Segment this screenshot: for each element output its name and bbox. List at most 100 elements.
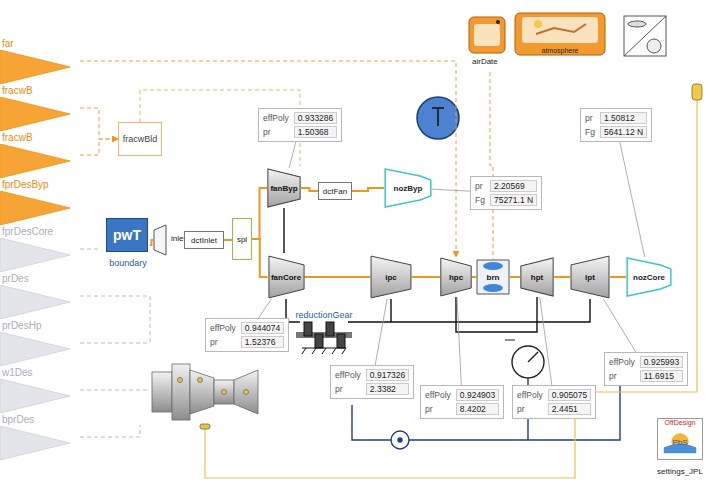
signal-port	[692, 84, 702, 100]
splitter-box: spl	[232, 218, 252, 260]
compressor: fanCore	[268, 255, 305, 299]
shape-outline	[0, 238, 70, 272]
value-number: 0.905075	[548, 389, 591, 401]
component-name: atmosphere	[542, 47, 579, 54]
speed-sensor	[505, 340, 544, 378]
control-loop	[352, 378, 620, 449]
value-number: 2.3382	[366, 383, 409, 395]
value-name: effPoly	[425, 390, 451, 400]
settings-text: PbS	[658, 438, 702, 447]
value-display: effPoly0.905075pr2.4451	[512, 385, 596, 419]
component-name: ipc	[385, 273, 397, 282]
nozzle: nozByp	[384, 168, 432, 208]
compressor: hpc	[440, 257, 472, 297]
port-label: far	[2, 38, 14, 49]
leader-line	[620, 142, 645, 257]
sensor-icon	[624, 16, 666, 56]
parameter-port: prDes	[0, 273, 80, 319]
parameter-port: prDesHp	[0, 320, 80, 366]
shape-outline	[0, 191, 70, 225]
signal-connector	[80, 139, 118, 155]
leader-line	[259, 299, 272, 318]
port-label: prDes	[2, 273, 29, 284]
shape-outline	[0, 379, 70, 413]
value-number: 0.925993	[640, 356, 683, 368]
shape-outline	[153, 224, 167, 256]
signal-connector	[80, 61, 456, 257]
value-name: Fg	[585, 127, 595, 137]
value-name: pr	[263, 127, 289, 137]
nozzle: nozCore	[626, 257, 672, 297]
flow-connector	[150, 240, 153, 245]
value-name: effPoly	[263, 113, 289, 123]
shape-outline	[0, 285, 70, 319]
compressor: ipc	[370, 255, 412, 299]
input-port: fracwB	[0, 85, 80, 131]
leader-line	[457, 297, 461, 385]
port-label: bprDes	[2, 414, 34, 425]
leader-line	[289, 142, 296, 168]
shape-outline	[0, 332, 70, 366]
value-name: pr	[335, 384, 361, 394]
flow-connector	[301, 188, 318, 191]
settings-box: OffDesignPbS	[657, 418, 703, 460]
turbine: lpt	[570, 255, 610, 299]
value-name: pr	[609, 371, 635, 381]
value-name: effPoly	[210, 323, 236, 333]
value-display: effPoly 0.933286 pr 1.50368	[258, 108, 342, 142]
value-display: pr2.20569Fg75271.1 N	[470, 176, 542, 210]
input-port: fracwB	[0, 132, 80, 178]
settings-block: OffDesignPbS settings_JPL	[652, 418, 708, 476]
value-number: 0.944074	[241, 322, 284, 334]
value-number: 1.50812	[600, 112, 647, 124]
flow-connector	[472, 276, 476, 278]
signal-connector	[80, 108, 118, 139]
flow-connector	[252, 188, 267, 239]
value-name: pr	[475, 181, 485, 191]
component-name: lpt	[585, 273, 595, 282]
value-display: effPoly0.917326pr2.3382	[330, 365, 414, 399]
component-name: hpc	[449, 273, 463, 282]
parameter-port: fprDesCore	[0, 226, 80, 272]
value-name: pr	[585, 113, 595, 123]
port-label: fracwB	[2, 132, 33, 143]
component-name: reductionGear	[295, 310, 352, 320]
component-name: boundary	[109, 258, 147, 268]
compressor: fanByp	[267, 168, 301, 208]
input-port: far	[0, 38, 80, 84]
leader-line	[540, 297, 552, 385]
flow-connector	[510, 276, 520, 278]
flow-connector	[252, 239, 268, 277]
value-name: effPoly	[335, 370, 361, 380]
value-display: effPoly0.925993pr11.6915	[604, 352, 688, 386]
value-number: 1.50368	[294, 126, 337, 138]
component-name: settings_JPL	[657, 467, 703, 476]
leader-line	[432, 189, 470, 191]
signal-lines	[80, 249, 150, 437]
component-name: fracwBld	[123, 134, 158, 144]
component-name: airDate	[472, 57, 498, 66]
value-number: 2.4451	[548, 403, 591, 415]
value-display: effPoly0.944074pr1.52376	[205, 318, 289, 352]
value-name: effPoly	[609, 357, 635, 367]
value-number: 0.924903	[456, 389, 499, 401]
shape-outline	[0, 144, 70, 178]
value-number: 0.933286	[294, 112, 337, 124]
duct-box: dctInlet	[184, 231, 224, 249]
port-label: w1Des	[2, 367, 33, 378]
component-name: spl	[237, 235, 247, 244]
shape-outline	[0, 97, 70, 131]
signal-connector	[490, 72, 493, 259]
duct-box: dctFan	[318, 182, 352, 200]
component-name: brn	[487, 273, 500, 282]
component-name: fanByp	[270, 184, 297, 193]
engine-icon	[152, 364, 258, 429]
leader-line	[603, 299, 635, 352]
flow-connector	[224, 239, 232, 241]
burner: brn	[476, 259, 510, 295]
value-number: 5641.12 N	[600, 126, 647, 138]
flow-connector	[554, 276, 570, 278]
port-label: fracwB	[2, 85, 33, 96]
shape-outline	[292, 318, 356, 356]
settings-title: OffDesign	[658, 419, 702, 426]
